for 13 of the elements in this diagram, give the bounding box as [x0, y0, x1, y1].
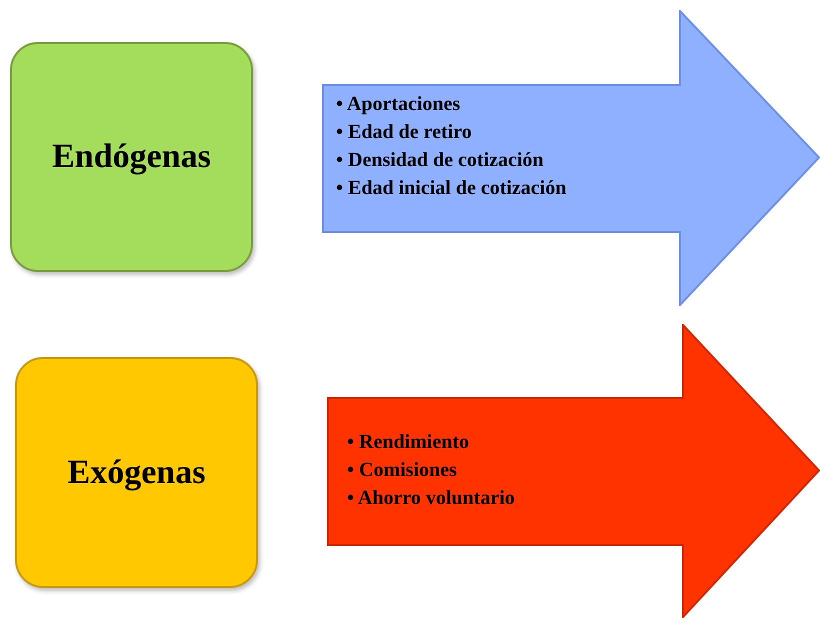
category-label: Exógenas [68, 454, 206, 492]
list-item: • Aportaciones [336, 92, 462, 117]
list-item: • Ahorro voluntario [347, 486, 515, 511]
list-item: • Edad de retiro [336, 120, 473, 145]
block-arrow [327, 324, 820, 618]
category-box [15, 357, 258, 588]
list-item: • Comisiones [347, 458, 458, 483]
category-label: Endógenas [52, 138, 211, 176]
list-item: • Rendimiento [347, 430, 470, 455]
category-box [10, 42, 253, 272]
list-item: • Densidad de cotización [336, 148, 545, 173]
block-arrow [322, 10, 820, 306]
list-item: • Edad inicial de cotización [336, 176, 566, 201]
